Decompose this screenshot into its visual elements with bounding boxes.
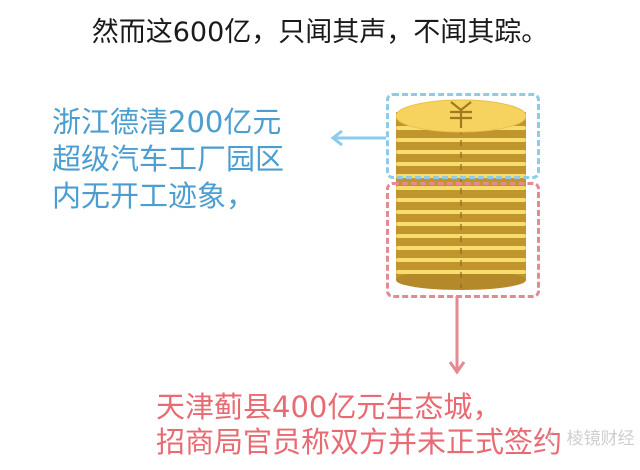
annotation-line: 天津蓟县400亿元生态城， — [156, 390, 502, 424]
annotation-line: 内无开工迹象， — [52, 179, 256, 213]
tianjin-highlight-box — [386, 182, 540, 298]
zhejiang-highlight-box — [386, 93, 540, 179]
zhejiang-annotation: 浙江德清200亿元 超级汽车工厂园区 内无开工迹象， — [52, 104, 284, 215]
annotation-line: 浙江德清200亿元 — [52, 105, 282, 139]
watermark: ☾ 棱镜财经 — [546, 429, 635, 449]
arrow-left-icon — [330, 130, 386, 146]
arrow-down-icon — [448, 296, 466, 375]
annotation-line: 招商局官员称双方并未正式签约 — [156, 425, 563, 459]
tianjin-annotation: 天津蓟县400亿元生态城， 招商局官员称双方并未正式签约 — [156, 390, 562, 460]
headline: 然而这600亿，只闻其声，不闻其踪。 — [91, 17, 549, 48]
annotation-line: 超级汽车工厂园区 — [52, 142, 285, 176]
